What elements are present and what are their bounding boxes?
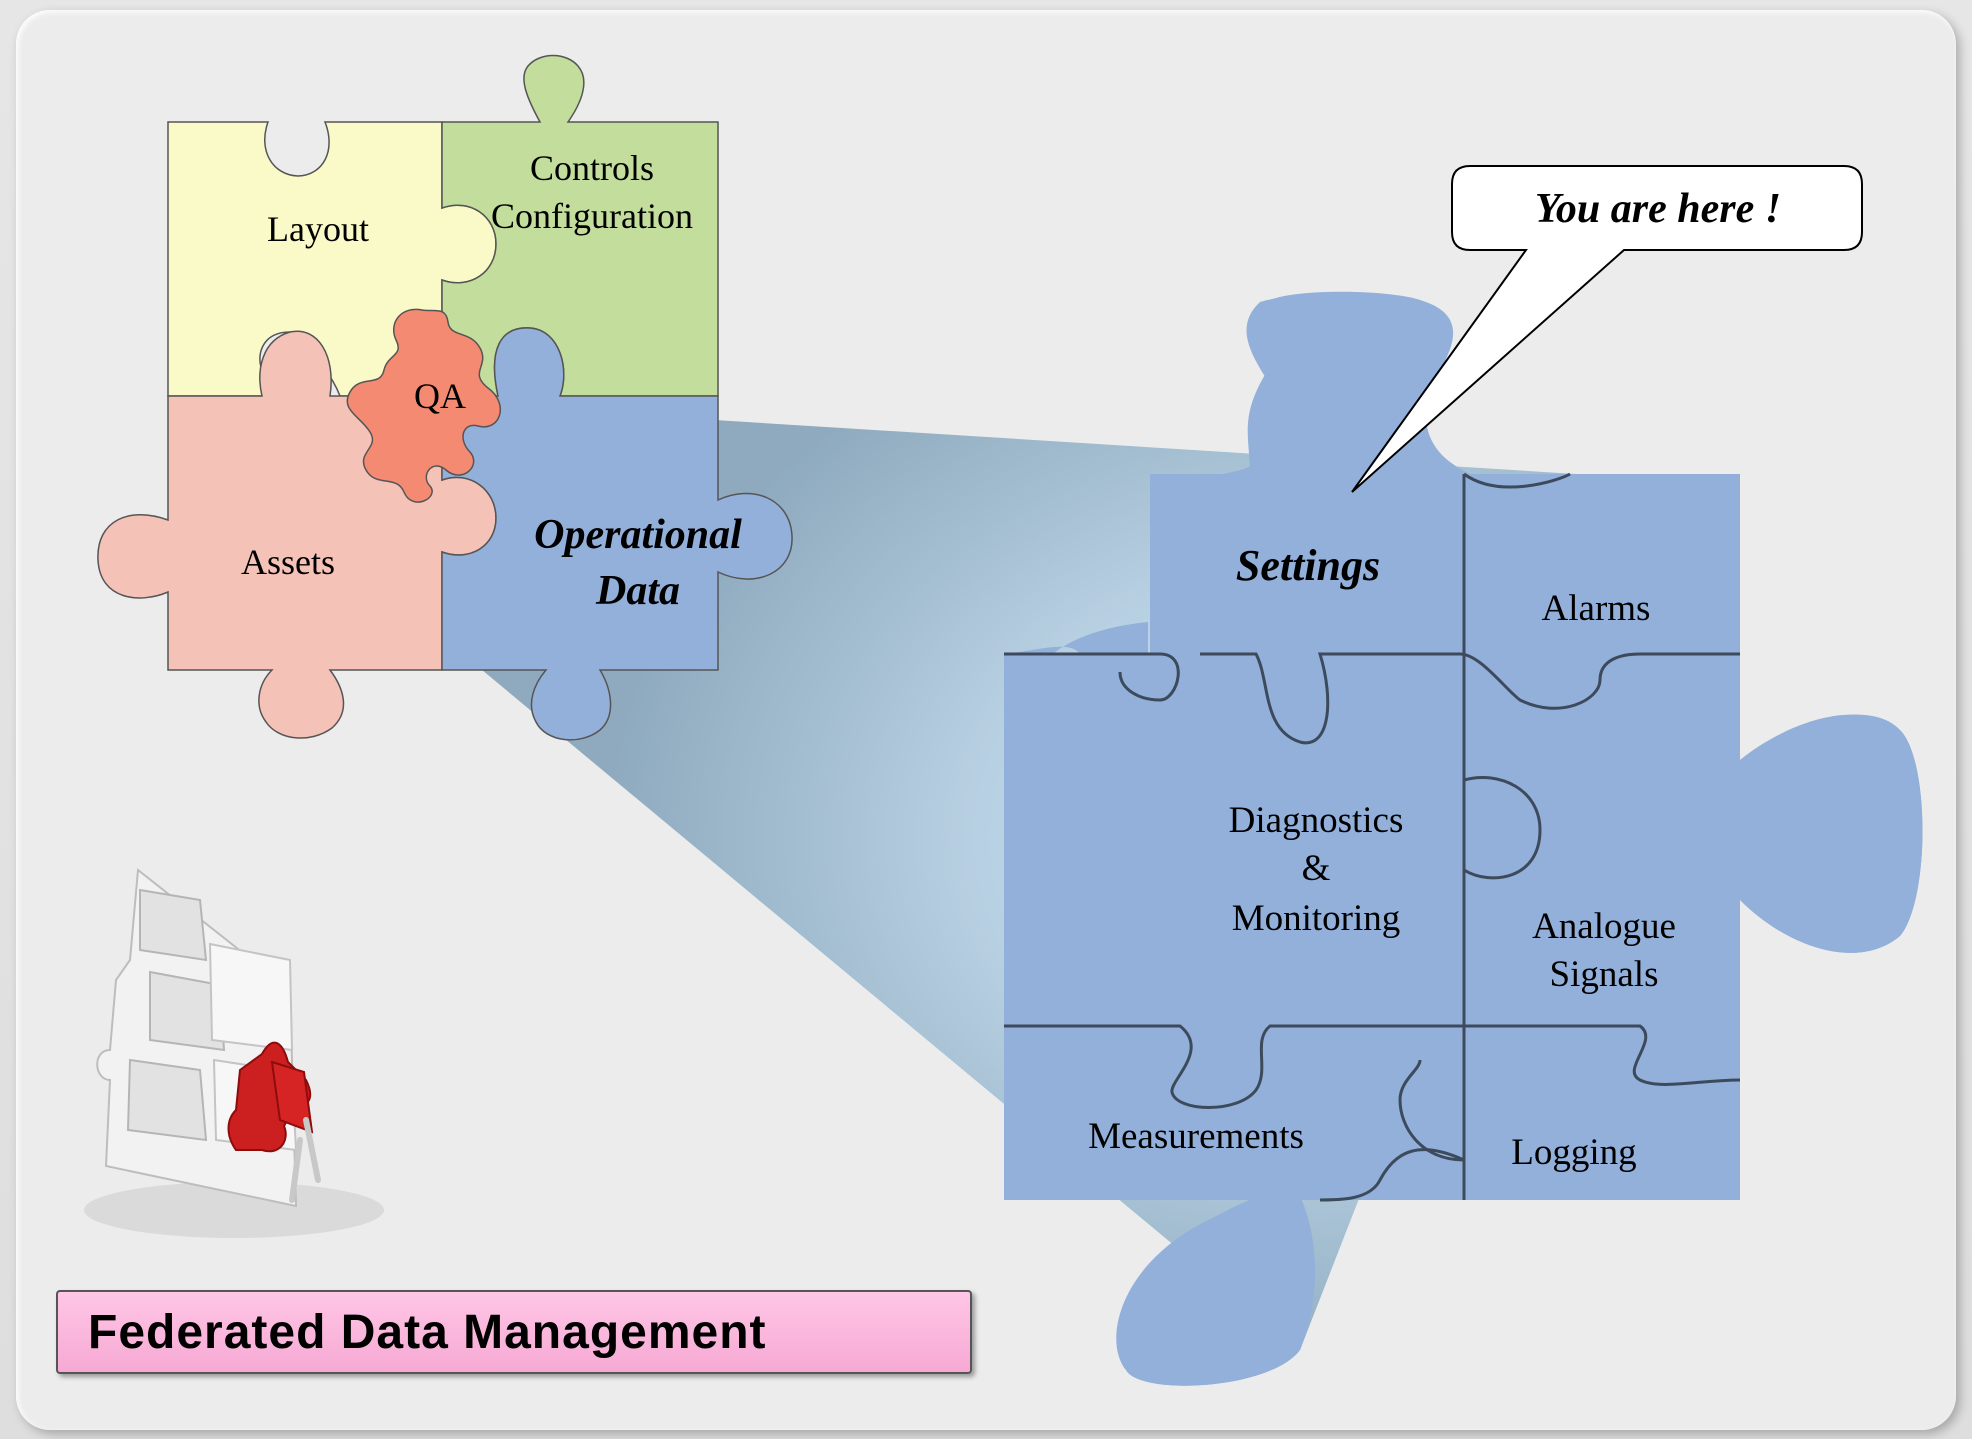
settings-top-knob (1150, 291, 1470, 660)
analogue-right-knob (1740, 714, 1923, 953)
layout-label: Layout (267, 209, 369, 249)
analogue-label-line1: Analogue (1532, 906, 1676, 947)
diagnostics-label-line1: Diagnostics (1229, 800, 1404, 841)
puzzle-figure-illustration (84, 868, 384, 1238)
large-puzzle-left-nub (1004, 740, 1121, 940)
diagnostics-label-line3: Monitoring (1232, 898, 1401, 939)
callout-text: You are here ! (1535, 186, 1781, 232)
operational-label-line2: Data (595, 568, 680, 614)
operational-data-piece (441, 327, 793, 741)
title-banner: Federated Data Management (56, 1290, 972, 1374)
analogue-label-line2: Signals (1550, 954, 1659, 995)
diagnostics-label-line2: & (1302, 848, 1331, 889)
controls-label-line1: Controls (530, 148, 654, 188)
logging-label: Logging (1511, 1132, 1636, 1173)
bottom-knob (1118, 1196, 1315, 1386)
settings-label: Settings (1236, 541, 1380, 590)
large-puzzle-seams (1004, 472, 1741, 1202)
qa-piece (346, 308, 501, 503)
operational-label-line1: Operational (534, 512, 742, 558)
qa-label: QA (414, 376, 466, 416)
small-puzzle (97, 54, 793, 741)
measurements-label: Measurements (1088, 1116, 1304, 1157)
callout-bubble (1351, 165, 1863, 493)
controls-label-line2: Configuration (491, 196, 693, 236)
title-text: Federated Data Management (88, 1305, 767, 1359)
alarms-label: Alarms (1542, 588, 1651, 629)
large-puzzle (1004, 291, 1923, 1386)
assets-label: Assets (241, 542, 335, 582)
